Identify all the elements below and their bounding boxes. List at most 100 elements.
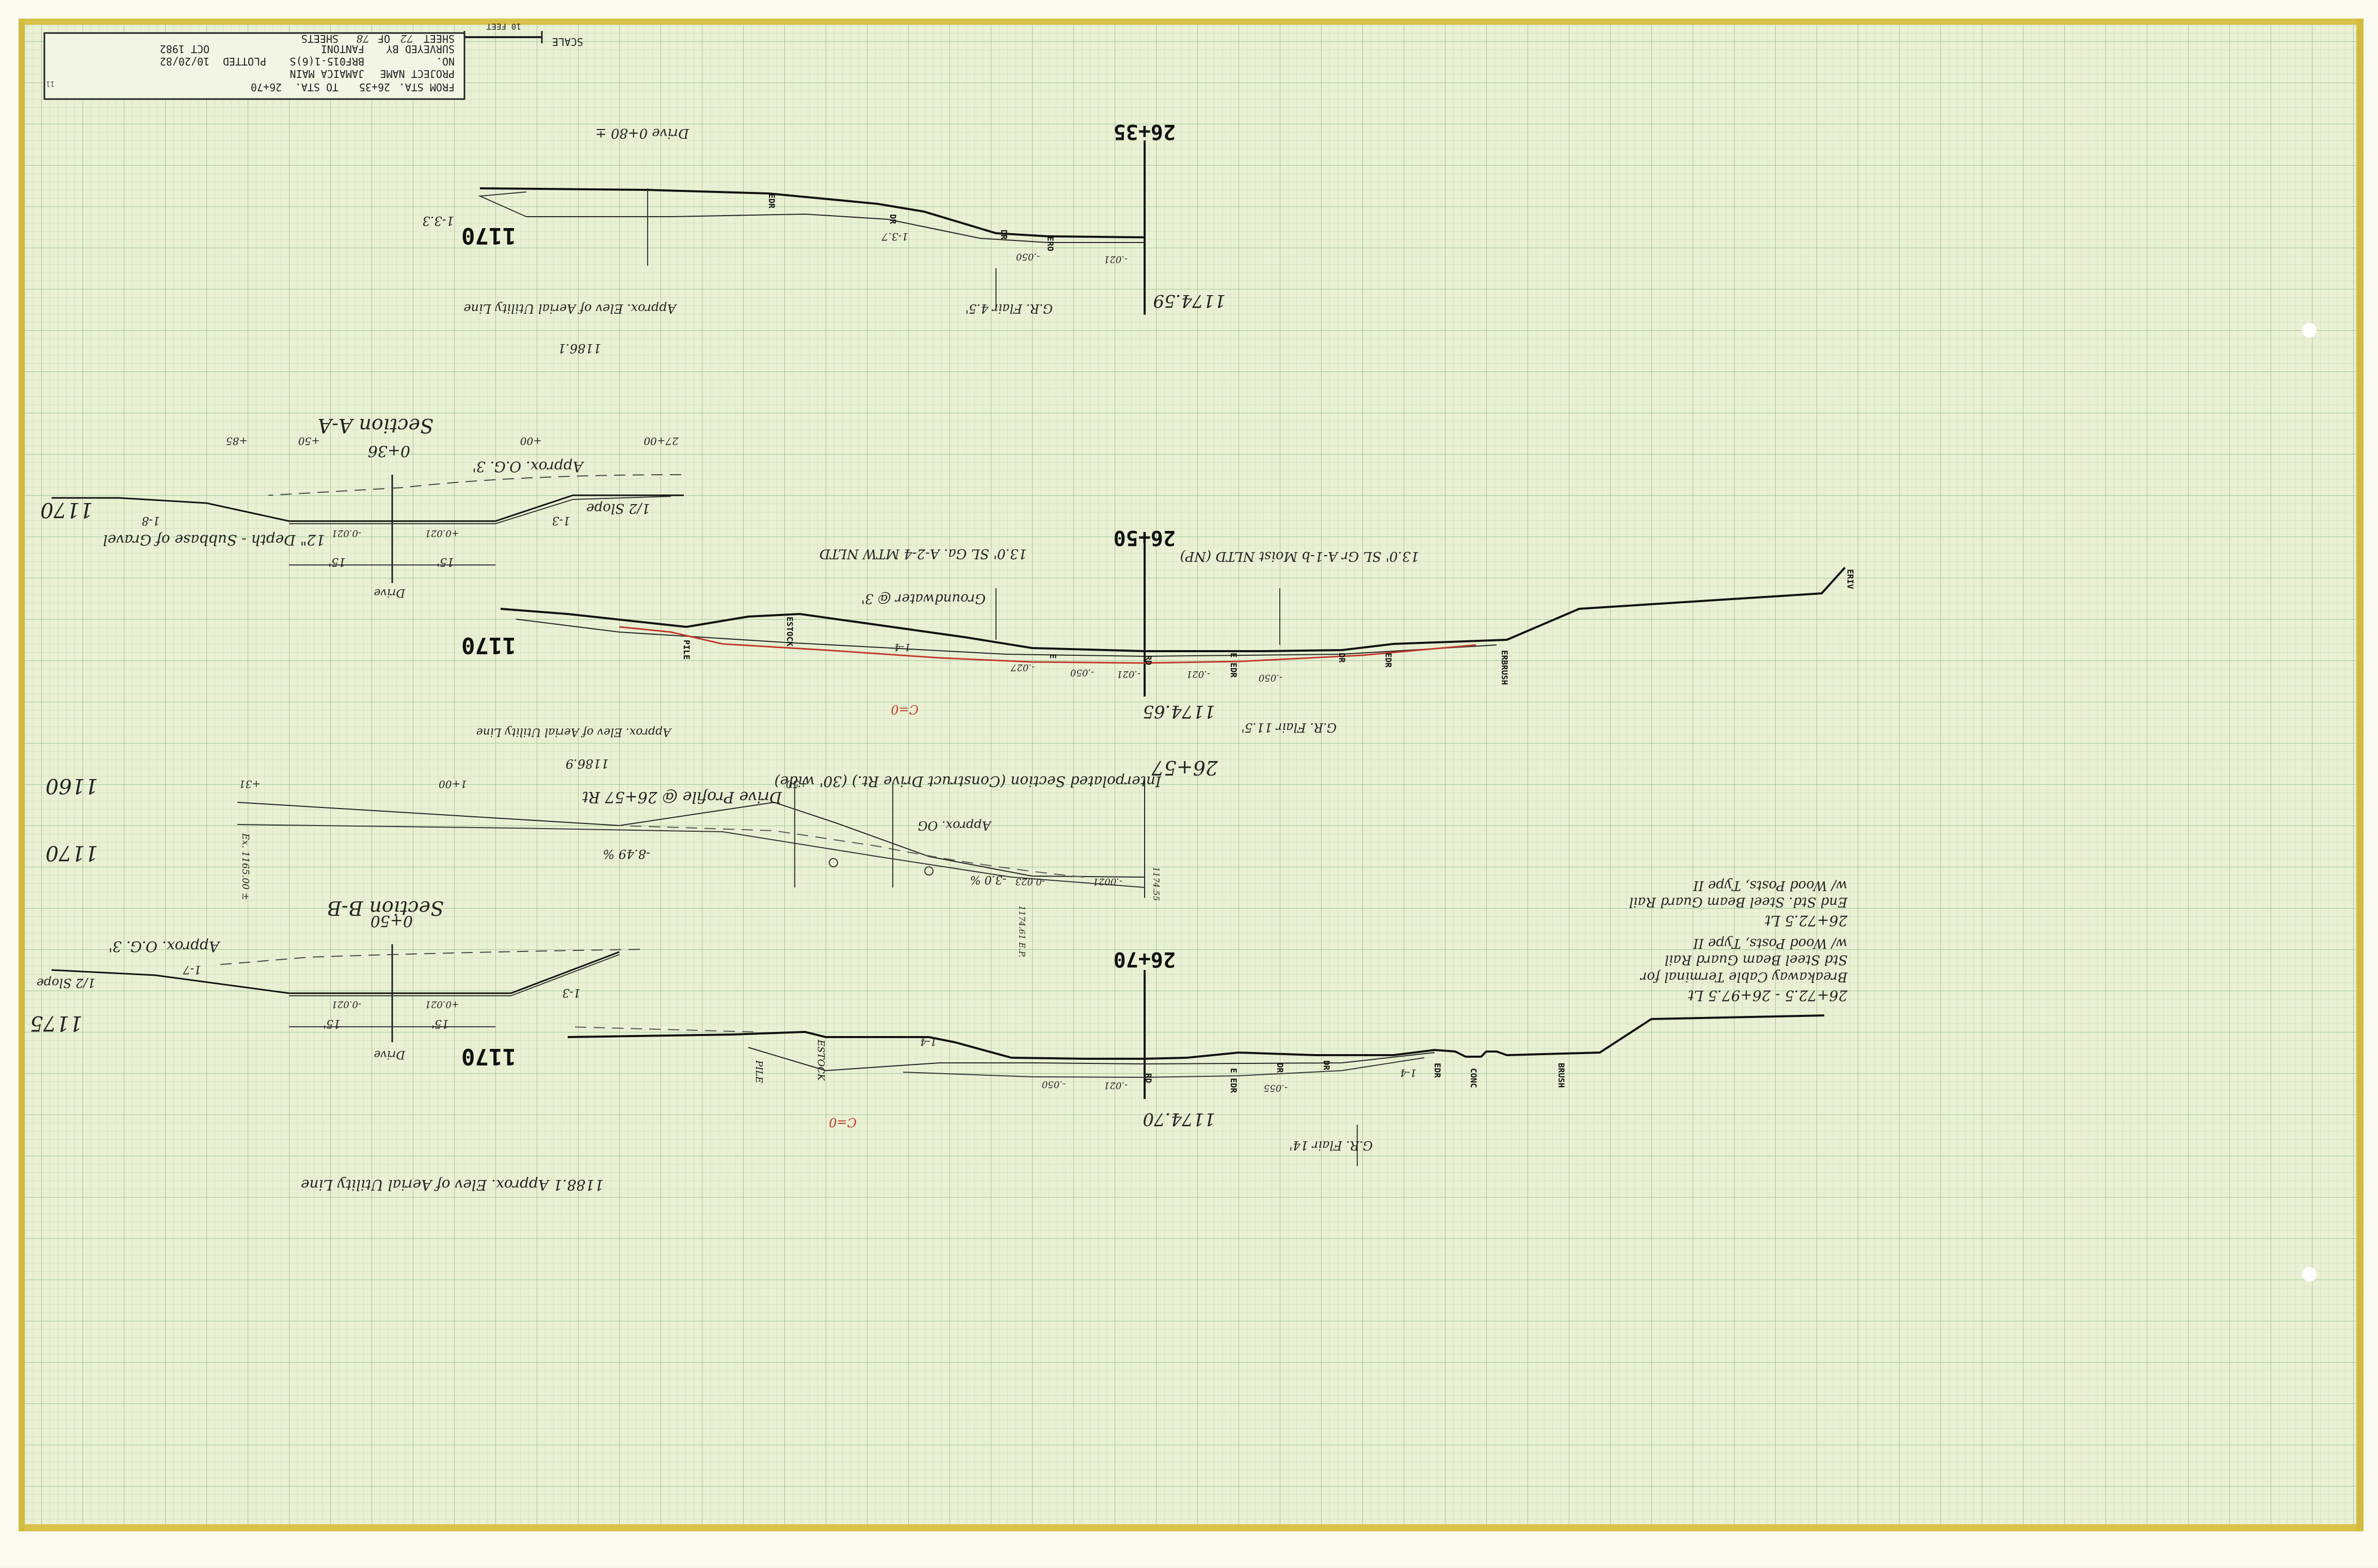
slope-1-7: 1-7 <box>183 963 201 976</box>
grade-027: -.027 <box>1010 662 1035 673</box>
label-erbrush: ERBRUSH <box>1500 650 1509 685</box>
sheet-number: 72 <box>400 33 413 45</box>
slope-1-3-3: 1-3.3 <box>422 214 454 228</box>
label-ero: ERO <box>1046 236 1055 251</box>
sta-85: +85 <box>226 435 248 447</box>
section-26-35: 26+35 1170 1174.59 EDR DR DR ERO 1-3.7 -… <box>422 120 1226 355</box>
datum-1160: 1160 <box>45 774 98 798</box>
dim-15-right: 15' <box>437 555 454 568</box>
grade-0021: -.0021 <box>1092 876 1122 887</box>
grade-050-a: -.050 <box>1070 667 1094 678</box>
grade-050: -.050 <box>1016 251 1040 262</box>
section-b-b: Section B-B 0+50 Approx. O.G. 3' 1175 1-… <box>30 897 640 1061</box>
drive-profile-subtitle: Interpolated Section (Construct Drive Rt… <box>774 773 1162 790</box>
punch-hole-top <box>2302 323 2317 337</box>
utility-note-26-50: Approx. Elev of Aerial Utility Line <box>476 725 672 738</box>
cl-elev-26-35: 1174.59 <box>1153 290 1226 311</box>
from-sta-label: FROM STA. <box>399 81 455 93</box>
guardrail-note-7: w/ Wood Posts, Type II <box>1693 878 1847 893</box>
slope-1-4: 1-4 <box>894 641 911 654</box>
drive-profile-title: Drive Profile @ 26+57 Rt <box>582 788 782 806</box>
scale-value: 10 FEET <box>486 22 521 31</box>
label-e-edr: E EDR <box>1229 653 1239 678</box>
sta-50: +50 <box>298 435 320 447</box>
survey-date: OCT 1982 <box>160 43 210 55</box>
template-line-26-35 <box>526 213 1145 243</box>
surveyed-by: FANTONI <box>321 43 364 55</box>
label-estock-70: ESTOCK <box>815 1039 826 1081</box>
guardrail-notes: 26+72.5 - 26+97.5 Lt Breakaway Cable Ter… <box>1629 878 1848 1004</box>
proposed-red-line-26-50 <box>619 626 1476 664</box>
sta-27-00: 27+00 <box>644 435 679 447</box>
datum-26-50: 1170 <box>461 632 516 658</box>
label-brush: BRUSH <box>1556 1063 1566 1088</box>
grade-3-0: -3.0 % <box>970 873 1006 886</box>
sta-plus-31: +31 <box>239 778 261 790</box>
cl-elev-26-70: 1174.70 <box>1143 1109 1215 1129</box>
utility-elev-26-50: 1186.9 <box>566 756 609 771</box>
from-sta-value: 26+35 <box>359 81 390 93</box>
project-name: JAMAICA MAIN <box>290 68 365 80</box>
half-slope-note: 1/2 Slope <box>586 500 650 516</box>
soil-note-left: 13.0' SL Ga. A-2-4 MTW NLTD <box>820 546 1027 561</box>
grade-050-70: -.050 <box>1042 1079 1066 1090</box>
section-b-b-station: 0+50 <box>371 912 413 930</box>
cut-note-26-50: C=0 <box>891 702 919 717</box>
grade-021: -.021 <box>1104 254 1128 265</box>
cut-note-26-70: C=0 <box>829 1115 857 1129</box>
grade-8-49: -8.49 % <box>603 847 650 861</box>
slope-1-3: 1-3 <box>552 514 570 527</box>
datum-1170: 1170 <box>45 841 98 865</box>
section-b-b-og: Approx. O.G. 3' <box>108 938 221 955</box>
guardrail-note-3: Std Steel Beam Guard Rail <box>1665 952 1847 967</box>
elev-1174-55: 1174.55 <box>1151 867 1161 901</box>
title-block-frame <box>43 32 465 100</box>
guardrail-note-1: 26+72.5 - 26+97.5 Lt <box>1688 987 1848 1004</box>
template-line-26-70 <box>748 1047 1435 1072</box>
grid <box>21 19 2361 1530</box>
subbase-note: 12" Depth - Subbase of Gravel <box>103 531 325 548</box>
sheets-label: SHEETS <box>301 33 339 45</box>
plotted-label: PLOTTED <box>223 55 266 68</box>
section-a-a-title: Section A-A <box>318 414 433 437</box>
right-edge-tape <box>2356 19 2364 1531</box>
dim-15-right-b: 15' <box>431 1017 449 1030</box>
gr-flair-26-70: G.R. Flair 14' <box>1289 1138 1373 1153</box>
gr-flair-note: G.R. Flair 4.5' <box>966 301 1053 316</box>
label-estock: ESTOCK <box>785 617 795 646</box>
section-a-a: Section A-A 0+36 Approx. O.G. 3' 1170 1-… <box>40 414 684 599</box>
guardrail-note-2: Breakaway Cable Terminal for <box>1640 969 1848 984</box>
label-eriv: ERIV <box>1845 569 1855 589</box>
utility-note: Approx. Elev of Aerial Utility Line <box>463 301 677 316</box>
slope-1-8: 1-8 <box>142 514 160 527</box>
ground-line-26-35 <box>479 187 1145 238</box>
surveyed-by-label: SURVEYED BY <box>387 43 455 55</box>
elev-1174-61: 1174.61 E.P. <box>1017 906 1027 958</box>
project-no: BRF015-1(6)S <box>290 55 365 68</box>
grade-minus-021-b: -0.021 <box>331 999 361 1010</box>
section-a-a-datum: 1170 <box>40 498 93 522</box>
sta-plus-50: +50 <box>786 778 808 790</box>
label-pile-70: PILE <box>753 1060 764 1083</box>
label-dr: DR <box>888 214 898 224</box>
section-26-50: 26+50 1170 1174.65 PILE ESTOCK E RD E ED… <box>461 526 1855 771</box>
datum-1175: 1175 <box>30 1011 83 1035</box>
label-e-edr-70: E EDR <box>1229 1068 1239 1093</box>
slope-1-3-b: 1-3 <box>563 986 581 999</box>
half-slope-b: 1/2 Slope <box>37 976 95 990</box>
section-a-a-og: Approx. O.G. 3' <box>472 458 585 475</box>
label-rd: RD <box>1144 655 1153 665</box>
project-name-label: PROJECT NAME <box>380 68 455 80</box>
grade-0023: -0.023 <box>1015 876 1045 887</box>
approx-og-note: Approx. OG <box>918 818 992 833</box>
corner-mark: 11 <box>46 79 55 88</box>
cl-elev-26-50: 1174.65 <box>1143 701 1215 722</box>
sta-1-00: 1+00 <box>439 778 467 790</box>
grade-plus-021-b: +0.021 <box>425 999 459 1010</box>
station-label-26-70: 26+70 <box>1114 947 1176 971</box>
scale-bar: SCALE 10 FEET <box>463 22 583 48</box>
section-a-a-station: 0+36 <box>368 442 410 460</box>
scale-label: SCALE <box>552 36 583 48</box>
